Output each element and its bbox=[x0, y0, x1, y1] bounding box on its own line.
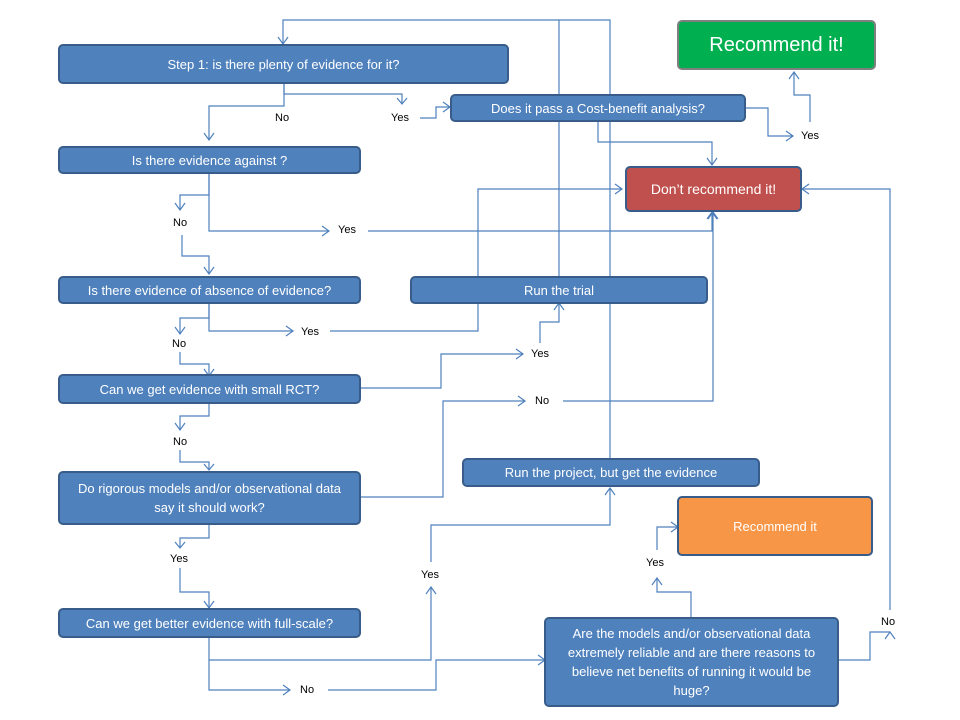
small-rct-box: Can we get evidence with small RCT? bbox=[58, 374, 361, 404]
label-against-yes: Yes bbox=[338, 224, 356, 236]
rigorous-models-box: Do rigorous models and/or observational … bbox=[58, 471, 361, 525]
cost-benefit-box: Does it pass a Cost-benefit analysis? bbox=[450, 94, 746, 122]
full-scale-box: Can we get better evidence with full-sca… bbox=[58, 608, 361, 638]
connector-project-loop bbox=[282, 19, 611, 458]
connector-no-to-dont-2 bbox=[802, 188, 891, 610]
connector-fullscale-yes bbox=[208, 587, 432, 661]
label-step1-yes: Yes bbox=[391, 112, 409, 124]
absence-box: Is there evidence of absence of evidence… bbox=[58, 276, 361, 304]
label-cba-yes: Yes bbox=[801, 130, 819, 142]
step1-box: Step 1: is there plenty of evidence for … bbox=[58, 44, 509, 84]
connector-models-no bbox=[360, 400, 525, 498]
label-absence-yes: Yes bbox=[301, 326, 319, 338]
connector-against-yes bbox=[208, 174, 329, 232]
connector-reliable-yes bbox=[656, 578, 692, 617]
connector-no-to-reliable bbox=[328, 659, 545, 691]
connector-cba-yes bbox=[744, 107, 793, 137]
run-trial-box: Run the trial bbox=[410, 276, 708, 304]
recommend-it-2-box: Recommend it bbox=[677, 496, 873, 556]
connector-yes-to-fullscale bbox=[179, 568, 210, 608]
connector-yes-to-dont-2 bbox=[330, 188, 622, 332]
connector-absence-yes bbox=[208, 302, 293, 332]
label-rct-no: No bbox=[535, 395, 550, 407]
connector-reliable-no bbox=[838, 631, 890, 661]
recommend-box: Recommend it! bbox=[677, 20, 876, 70]
label-absence-no: No bbox=[172, 338, 187, 350]
connector-no-to-rct bbox=[179, 352, 210, 376]
label-fullscale-no: No bbox=[300, 684, 315, 696]
label-rct-down-no: No bbox=[173, 436, 188, 448]
connector-absence-no bbox=[179, 302, 210, 334]
label-fullscale-yes: Yes bbox=[421, 569, 439, 581]
label-reliable-no: No bbox=[881, 616, 896, 628]
label-models-yes: Yes bbox=[170, 553, 188, 565]
evidence-against-box: Is there evidence against ? bbox=[58, 146, 361, 174]
connector-yes-to-dont bbox=[368, 212, 713, 232]
extremely-reliable-box: Are the models and/or observational data… bbox=[544, 617, 839, 707]
connector-step1-no bbox=[208, 84, 285, 140]
connector-step1-yes bbox=[283, 84, 403, 104]
label-step1-no: No bbox=[275, 112, 290, 124]
connector-models-yes bbox=[179, 525, 210, 548]
connector-yes-to-recommend bbox=[793, 72, 811, 122]
connector-rct-down-no bbox=[179, 404, 210, 430]
connector-yes-to-recommend-2 bbox=[656, 526, 678, 550]
connector-no-to-models bbox=[179, 450, 210, 470]
label-against-no: No bbox=[173, 217, 188, 229]
dont-recommend-box: Don’t recommend it! bbox=[625, 166, 802, 212]
label-reliable-yes: Yes bbox=[646, 557, 664, 569]
connector-cba-no bbox=[597, 120, 713, 165]
connector-no-to-absence bbox=[181, 235, 210, 274]
connector-yes-to-project bbox=[430, 488, 611, 562]
connector-fullscale-no bbox=[208, 660, 290, 691]
connector-no-to-dont bbox=[563, 212, 714, 402]
connector-yes-to-cba bbox=[420, 106, 450, 119]
connector-rct-yes bbox=[360, 353, 523, 389]
run-project-box: Run the project, but get the evidence bbox=[462, 458, 760, 487]
label-rct-yes: Yes bbox=[531, 348, 549, 360]
connector-yes-to-trial bbox=[539, 303, 560, 343]
